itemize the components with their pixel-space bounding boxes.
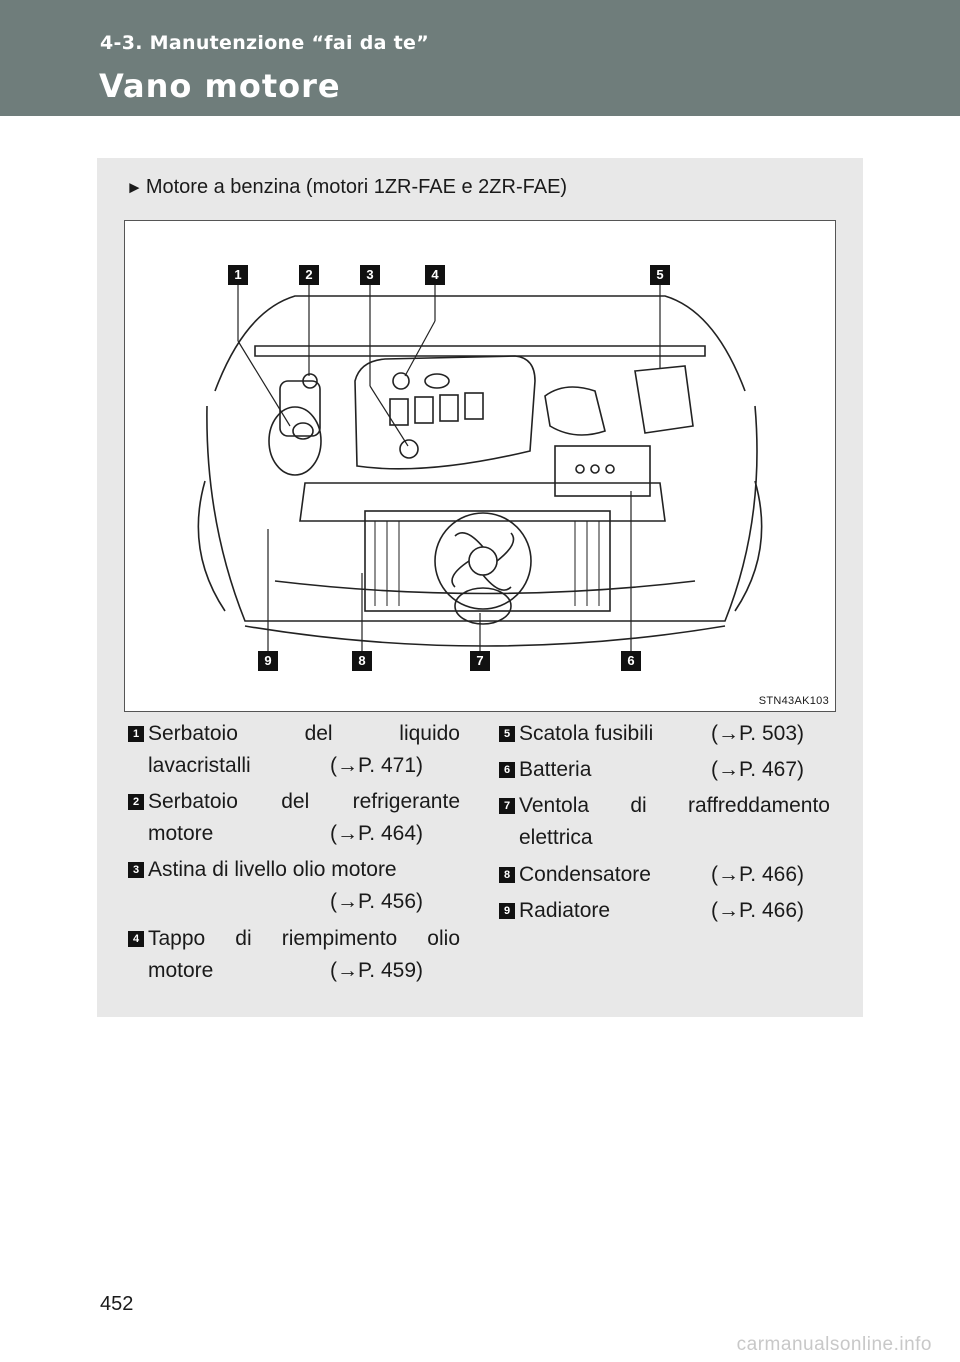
legend-label-9: Radiatore bbox=[519, 899, 611, 922]
legend-label-2: Serbatoio del refrigerante bbox=[148, 790, 460, 813]
callout-4: 4 bbox=[425, 265, 445, 285]
triangle-bullet-icon: ► bbox=[126, 178, 143, 197]
callout-3: 3 bbox=[360, 265, 380, 285]
callout-8: 8 bbox=[352, 651, 372, 671]
legend-badge-8: 8 bbox=[499, 867, 515, 883]
legend-badge-2: 2 bbox=[128, 794, 144, 810]
legend-label-4: Tappo di riempimento olio bbox=[148, 927, 460, 950]
engine-bay-illustration: 1 2 3 4 5 6 7 8 9 STN43AK103 bbox=[124, 220, 836, 712]
legend-ref-5: (→P. 503) bbox=[711, 722, 804, 745]
legend-label-1-cont: lavacristalli bbox=[148, 754, 251, 777]
callout-7: 7 bbox=[470, 651, 490, 671]
legend-ref-9: (→P. 466) bbox=[711, 899, 804, 922]
page-number: 452 bbox=[100, 1293, 134, 1315]
legend-label-8: Condensatore bbox=[519, 863, 651, 886]
legend-ref-6: (→P. 467) bbox=[711, 758, 804, 781]
legend-ref-3: (→P. 456) bbox=[330, 890, 423, 913]
legend-ref-1: (→P. 471) bbox=[330, 754, 423, 777]
legend-label-7: Ventola di raffreddamento bbox=[519, 794, 830, 817]
legend-label-2-cont: motore bbox=[148, 822, 214, 845]
engine-variant-label: Motore a benzina (motori 1ZR-FAE e 2ZR-F… bbox=[145, 176, 568, 198]
callout-9: 9 bbox=[258, 651, 278, 671]
legend-label-1: Serbatoio del liquido bbox=[148, 722, 460, 745]
legend-badge-1: 1 bbox=[128, 726, 144, 742]
legend-label-4-cont: motore bbox=[148, 959, 214, 982]
watermark: carmanualsonline.info bbox=[736, 1334, 932, 1355]
legend-badge-4: 4 bbox=[128, 931, 144, 947]
callout-5: 5 bbox=[650, 265, 670, 285]
legend-label-6: Batteria bbox=[519, 758, 592, 781]
page-title: Vano motore bbox=[99, 67, 341, 105]
legend-label-3: Astina di livello olio motore bbox=[148, 858, 397, 881]
engine-bay-drawing bbox=[197, 285, 763, 651]
callout-2: 2 bbox=[299, 265, 319, 285]
legend-ref-4: (→P. 459) bbox=[330, 959, 423, 982]
legend-label-7-cont: elettrica bbox=[519, 826, 593, 849]
page-header: 4-3. Manutenzione “fai da te” Vano motor… bbox=[0, 0, 960, 116]
legend-badge-5: 5 bbox=[499, 726, 515, 742]
legend-label-5: Scatola fusibili bbox=[519, 722, 654, 745]
callout-1: 1 bbox=[228, 265, 248, 285]
legend-badge-6: 6 bbox=[499, 762, 515, 778]
legend-badge-7: 7 bbox=[499, 798, 515, 814]
section-heading: 4-3. Manutenzione “fai da te” bbox=[100, 32, 429, 54]
legend-badge-9: 9 bbox=[499, 903, 515, 919]
legend-ref-2: (→P. 464) bbox=[330, 822, 423, 845]
engine-variant-heading: ►Motore a benzina (motori 1ZR-FAE e 2ZR-… bbox=[126, 176, 567, 199]
legend-badge-3: 3 bbox=[128, 862, 144, 878]
callout-6: 6 bbox=[621, 651, 641, 671]
figure-code: STN43AK103 bbox=[758, 695, 829, 707]
legend-ref-8: (→P. 466) bbox=[711, 863, 804, 886]
